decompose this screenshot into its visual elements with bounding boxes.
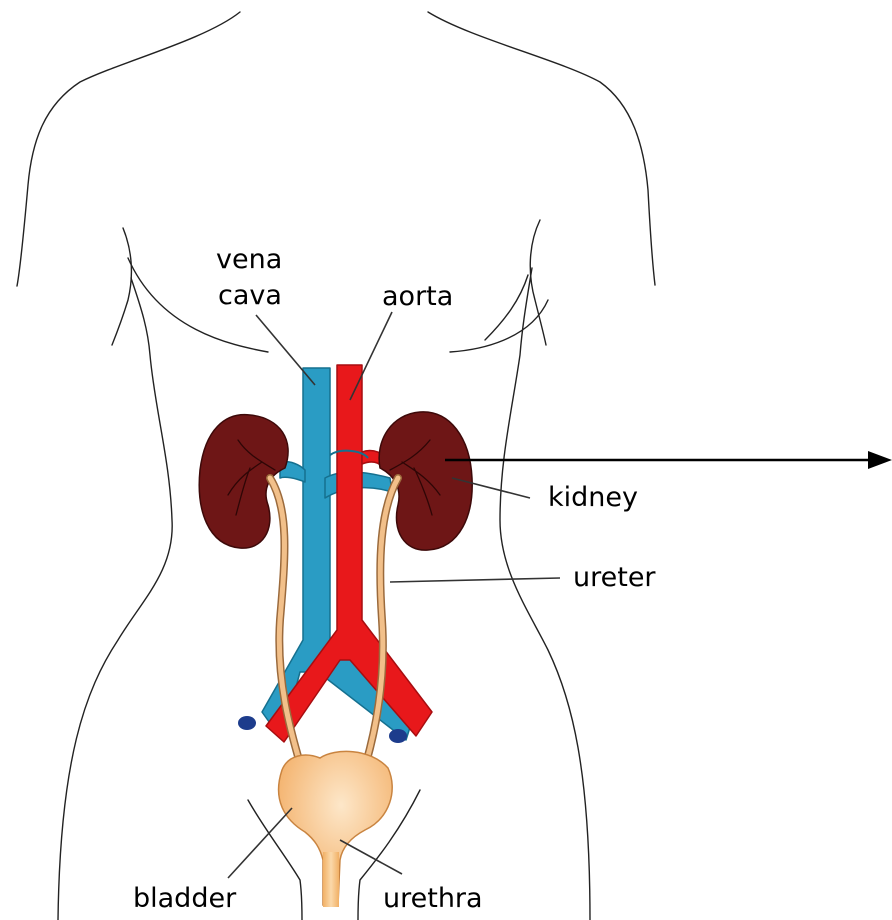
right-torso-line bbox=[500, 268, 590, 920]
ureter-leader bbox=[390, 578, 560, 582]
right-chest-curve-inner bbox=[450, 300, 548, 352]
right-iliac-vein-end bbox=[389, 729, 407, 743]
aorta-leader bbox=[350, 312, 392, 400]
kidney-arrow bbox=[445, 451, 892, 469]
labels: vena cava aorta kidney ureter bladder ur… bbox=[133, 244, 656, 914]
label-kidney: kidney bbox=[548, 482, 638, 513]
arrow-head-icon bbox=[868, 451, 892, 469]
left-arm-inner-line bbox=[112, 228, 131, 345]
label-aorta: aorta bbox=[382, 281, 453, 312]
vena-cava-leader bbox=[256, 315, 315, 385]
label-vena: vena bbox=[216, 244, 282, 275]
label-bladder: bladder bbox=[133, 883, 237, 914]
ureters bbox=[270, 478, 398, 770]
leader-lines bbox=[228, 312, 560, 878]
label-urethra: urethra bbox=[383, 883, 483, 914]
body-right-contour-upper bbox=[428, 12, 655, 285]
right-arm-inner-line bbox=[530, 220, 546, 345]
left-iliac-vein-end bbox=[238, 716, 256, 730]
bladder-organ bbox=[279, 751, 393, 907]
left-torso-line bbox=[58, 278, 172, 920]
urethra-leader bbox=[340, 840, 402, 874]
urethra-tube bbox=[323, 852, 339, 907]
label-cava: cava bbox=[218, 280, 282, 311]
label-ureter: ureter bbox=[573, 562, 656, 593]
